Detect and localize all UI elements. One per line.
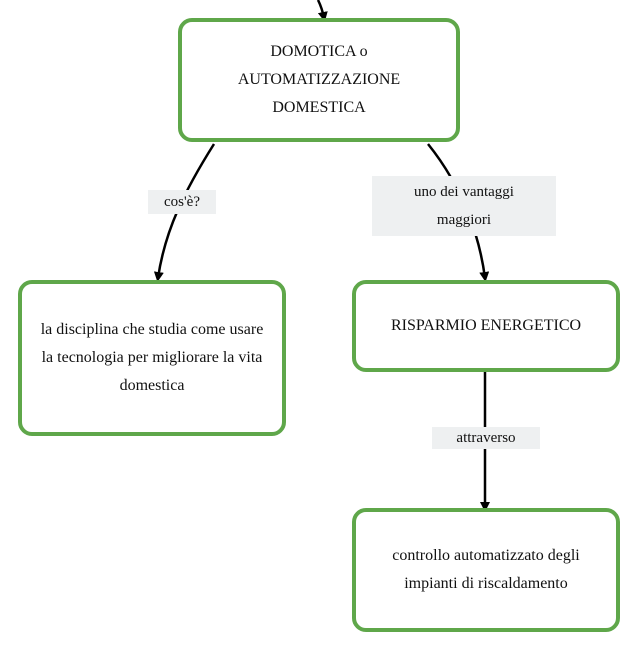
link-label-advantage: uno dei vantaggi maggiori (372, 176, 556, 236)
link-label-advantage-line1: uno dei vantaggi (414, 184, 514, 200)
edge-incoming-root (316, 0, 328, 22)
node-definition: la disciplina che studia come usare la t… (18, 280, 286, 436)
link-label-through: attraverso (432, 427, 540, 449)
link-label-advantage-line2: maggiori (436, 212, 492, 228)
node-root: DOMOTICA o AUTOMATIZZAZIONE DOMESTICA (178, 18, 460, 142)
node-energy: RISPARMIO ENERGETICO (352, 280, 620, 372)
node-control: controllo automatizzato degli impianti d… (352, 508, 620, 632)
link-label-whatis: cos'è? (148, 190, 216, 214)
